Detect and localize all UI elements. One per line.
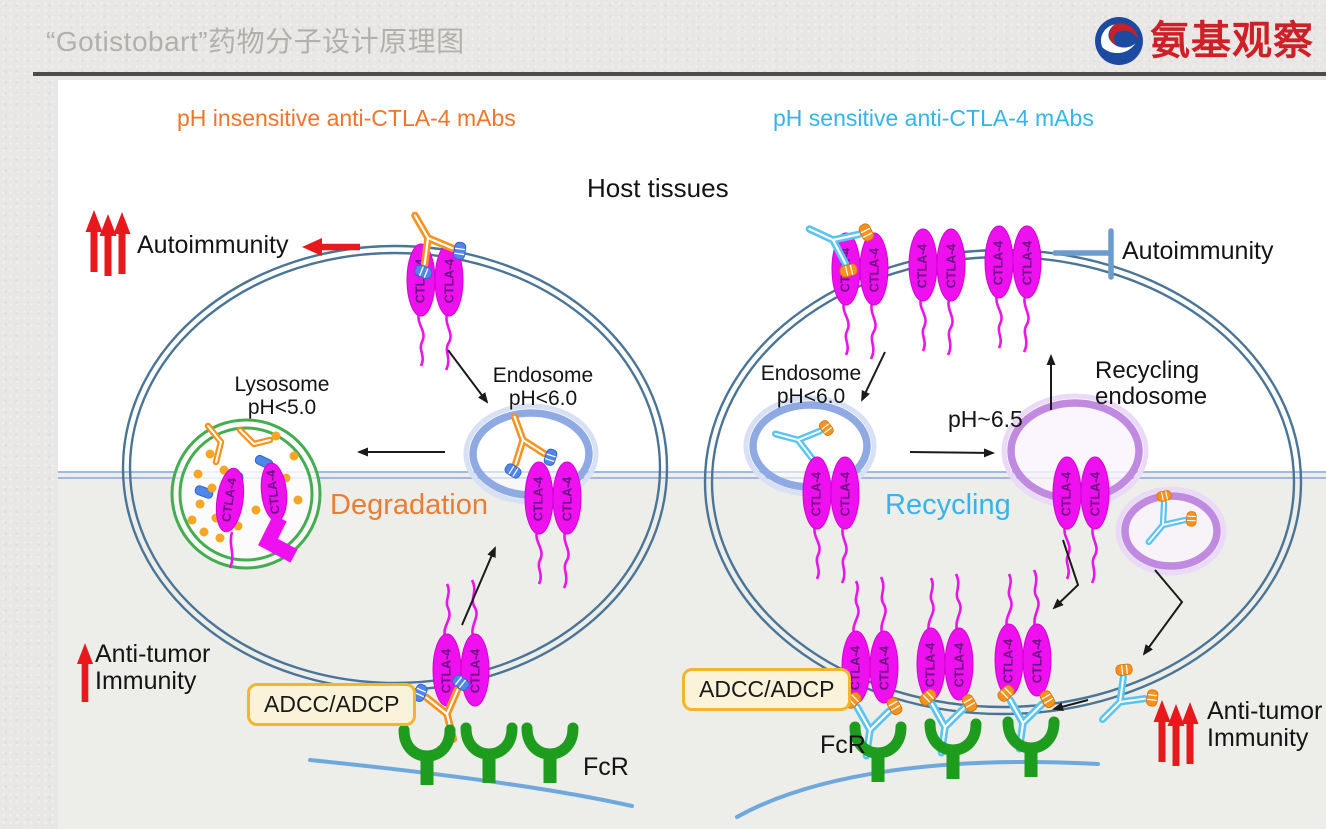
right-endosome-label: Endosome pH<6.0 — [760, 362, 862, 408]
brand-logo: 氨基观察 — [1094, 16, 1314, 66]
figure-watermark-line — [58, 477, 1326, 479]
left-immune-cell-membrane — [308, 758, 634, 808]
antitumor-left-label: Anti-tumor Immunity — [95, 640, 211, 695]
left-panel-title: pH insensitive anti-CTLA-4 mAbs — [177, 105, 516, 131]
ph-65-label: pH~6.5 — [948, 406, 1023, 432]
fcr-receptor — [527, 728, 573, 783]
ctla4-pair — [983, 224, 1043, 354]
recycling-vesicle — [1115, 486, 1227, 576]
figure-area: CTLA-4 CTLA-4 CTLA-4 CTLA-4 — [58, 80, 1326, 829]
right-immune-cell-membrane — [735, 760, 1100, 819]
slide-title: “Gotistobart”药物分子设计原理图 — [46, 26, 465, 57]
adcc-adcp-badge-right: ADCC/ADCP — [682, 668, 852, 711]
lysosome — [170, 418, 322, 570]
fcr-left-label: FcR — [583, 753, 629, 781]
autoimmunity-up-arrows-left — [86, 210, 131, 276]
right-panel-title: pH sensitive anti-CTLA-4 mAbs — [773, 105, 1094, 131]
brand-name: 氨基观察 — [1150, 19, 1314, 63]
process-arrows — [357, 349, 1184, 712]
logo-icon — [1095, 17, 1143, 65]
recycling-endosome-label: Recycling endosome — [1095, 357, 1208, 410]
ctla4-label: CTLA-4 — [219, 477, 239, 523]
ctla4-pair — [405, 242, 465, 372]
lysosome-label: Lysosome pH<5.0 — [234, 373, 330, 419]
autoimmunity-right-label: Autoimmunity — [1122, 237, 1274, 265]
diagram-art: CTLA-4 CTLA-4 CTLA-4 CTLA-4 — [58, 80, 1303, 819]
antitumor-up-arrow-left — [77, 643, 93, 702]
fcr-receptor — [466, 728, 512, 783]
antitumor-right-label: Anti-tumor Immunity — [1207, 697, 1323, 752]
left-endosome-label: Endosome pH<6.0 — [492, 364, 594, 410]
adcc-adcp-badge-left: ADCC/ADCP — [247, 683, 417, 726]
autoimmunity-cause-arrow — [302, 238, 360, 256]
degradation-label: Degradation — [330, 489, 488, 521]
autoimmunity-inhibition-bar — [1052, 228, 1114, 280]
host-tissues-label: Host tissues — [587, 173, 729, 203]
ctla4-degraded: CTLA-4 CTLA-4 — [215, 462, 298, 569]
antitumor-up-arrows-right — [1154, 700, 1199, 766]
autoimmunity-left-label: Autoimmunity — [137, 231, 289, 259]
header-divider — [33, 72, 1326, 76]
fcr-right-label: FcR — [820, 731, 866, 759]
blue-antibody — [1082, 657, 1165, 740]
ctla4-pair — [907, 227, 967, 357]
fcr-receptor — [1008, 722, 1054, 777]
ctla4-pair — [993, 568, 1053, 698]
figure-watermark-line — [58, 471, 1326, 473]
ctla4-label: CTLA-4 — [264, 469, 283, 515]
recycling-label: Recycling — [885, 489, 1011, 521]
ctla4-pair — [915, 572, 975, 702]
fcr-receptor — [930, 724, 976, 779]
